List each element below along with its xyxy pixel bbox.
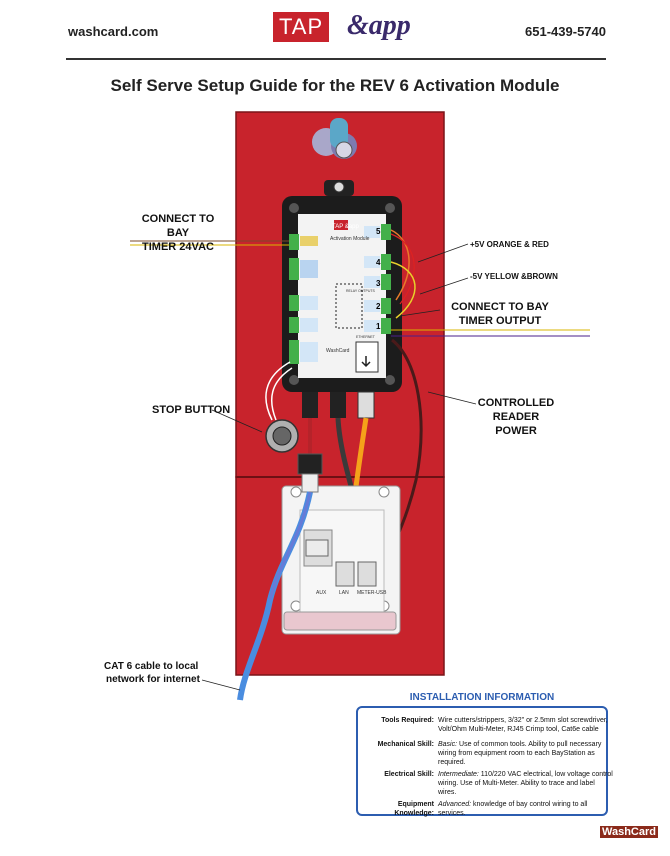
activation-module — [282, 196, 402, 392]
installation-title: INSTALLATION INFORMATION — [409, 692, 555, 703]
module-subtitle-text: Activation Module — [330, 236, 370, 242]
relay-outputs-text: RELAY OUTPUTS — [346, 289, 376, 293]
relay-number: 1 — [376, 322, 381, 331]
installation-info-box: Tools Required: Wire cutters/strippers, … — [356, 706, 613, 817]
relay-number: 5 — [376, 227, 381, 236]
port-label: LAN — [339, 590, 349, 596]
info-value: Advanced: knowledge of bay control wirin… — [438, 801, 588, 817]
label-line: CONNECT TO BAY — [451, 301, 549, 313]
logo-app-text: &app — [347, 10, 411, 41]
label-line: TIMER 24VAC — [142, 241, 214, 253]
port-label: AUX — [316, 590, 327, 596]
stop-button-icon — [265, 419, 299, 453]
washcard-footer-logo: WashCard — [600, 826, 658, 838]
bay-timer-24vac-wires — [130, 240, 289, 246]
info-value: Intermediate: 110/220 VAC electrical, lo… — [438, 771, 613, 796]
label-connect-bay-timer-output: CONNECT TO BAY TIMER OUTPUT — [450, 300, 550, 328]
info-key: Electrical Skill: — [384, 771, 434, 778]
label-connect-bay-timer-24vac: CONNECT TO BAY TIMER 24VAC — [132, 212, 224, 254]
info-value: Basic: Use of common tools. Ability to p… — [438, 741, 602, 766]
info-key: Tools Required: — [381, 717, 434, 724]
cable-gland-icon — [357, 391, 375, 419]
label-cat6-cable: CAT 6 cable to local network for interne… — [104, 660, 200, 686]
label-line: CONNECT TO BAY — [141, 213, 215, 239]
tap-app-logo: TAP &app — [273, 10, 411, 50]
label-line: CAT 6 cable to local — [104, 661, 199, 672]
website-text: washcard.com — [68, 24, 159, 39]
module-washcard-text: WashCard — [326, 348, 350, 354]
ethernet-text: ETHERNET — [356, 335, 376, 339]
header-divider — [66, 58, 606, 60]
page-title: Self Serve Setup Guide for the REV 6 Act… — [110, 76, 560, 95]
relay-number: 3 — [376, 279, 381, 288]
reader-plate — [281, 485, 401, 635]
relay-number: 2 — [376, 302, 381, 311]
logo-tap-text: TAP — [273, 12, 330, 42]
info-key: Mechanical Skill: — [377, 741, 434, 748]
info-key: Equipment Knowledge: — [394, 801, 434, 817]
label-line: network for internet — [106, 674, 200, 685]
label-controlled-reader-power: CONTROLLED READER POWER — [474, 396, 558, 438]
mount-screw-icon — [324, 180, 354, 196]
port-label: METER-USB — [357, 590, 387, 596]
label-stop-button: STOP BUTTON — [152, 404, 231, 416]
conduit-fitting-icon — [312, 118, 357, 159]
label-line: READER POWER — [492, 411, 540, 437]
module-brand-text: TAP &app — [332, 224, 359, 230]
cable-gland-icon — [302, 392, 318, 418]
info-value: Wire cutters/strippers, 3/32" or 2.5mm s… — [438, 717, 608, 733]
label-line: TIMER OUTPUT — [458, 315, 542, 327]
phone-text: 651-439-5740 — [525, 24, 606, 39]
label-line: CONTROLLED — [477, 397, 555, 409]
cable-gland-icon — [330, 392, 346, 418]
label-plus5v: +5V ORANGE & RED — [470, 240, 549, 249]
relay-number: 4 — [376, 258, 381, 267]
rj45-connector-icon — [297, 453, 323, 475]
bay-timer-output-wires — [391, 329, 590, 337]
label-minus5v: -5V YELLOW &BROWN — [470, 272, 558, 281]
